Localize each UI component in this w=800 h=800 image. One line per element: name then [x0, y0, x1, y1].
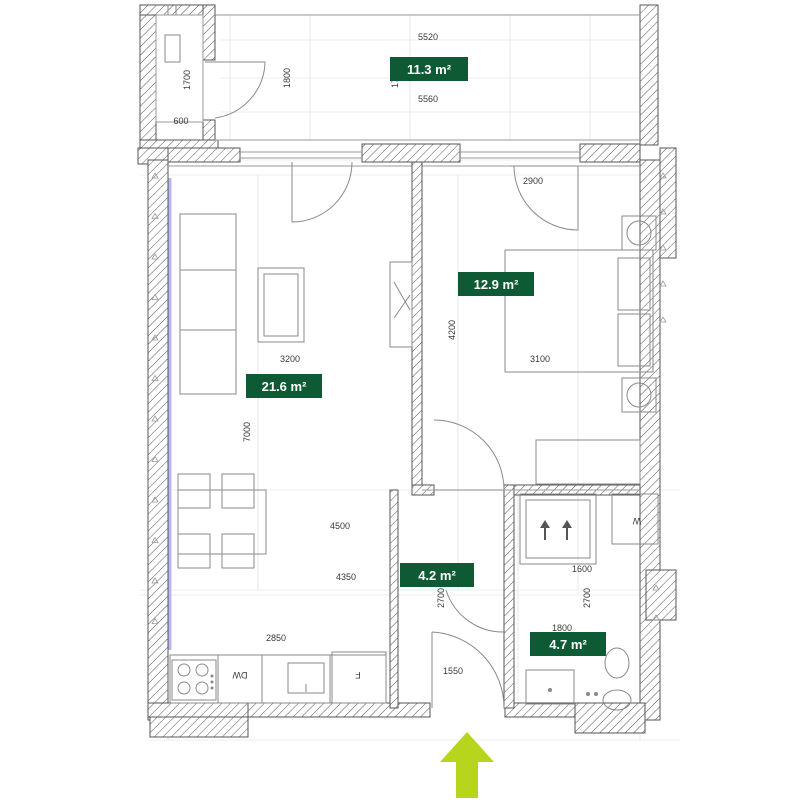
wall-marker — [151, 577, 159, 584]
balcony-area: 11.3 m² — [407, 62, 452, 77]
wall-marker — [151, 617, 159, 624]
toilet-icon — [602, 647, 632, 711]
wall-marker — [151, 374, 159, 381]
bathroom-area: 4.7 m² — [549, 637, 587, 652]
dim-bedroom-width: 3100 — [530, 354, 550, 364]
dim-storage-depth: 1700 — [182, 70, 192, 90]
balcony-label-bg — [390, 57, 468, 81]
appliance-labels: DW F W — [232, 516, 641, 680]
dim-living-depth: 7000 — [242, 422, 252, 442]
dim-storage-width: 600 — [173, 116, 188, 126]
room-labels: 11.3 m² 12.9 m² 21.6 m² 4.2 m² 4.7 m² — [246, 57, 606, 656]
wall-markers — [151, 172, 667, 624]
kitchen — [169, 651, 387, 704]
doors — [291, 161, 579, 709]
top-windows — [240, 151, 580, 159]
hall-label-bg — [400, 563, 474, 587]
wall-marker — [652, 614, 660, 621]
hall-area: 4.2 m² — [418, 568, 456, 583]
wall-marker — [659, 172, 667, 179]
bathroom-fixtures — [519, 493, 659, 711]
wall-marker — [151, 253, 159, 260]
dishwasher-label: DW — [232, 670, 247, 680]
wall-marker — [151, 455, 159, 462]
wall-marker — [151, 415, 159, 422]
entrance-arrow-icon — [440, 732, 494, 798]
dimensions: 5520 5560 1800 1760 1700 600 2900 4200 3… — [173, 32, 592, 676]
dim-bath-depth: 2700 — [582, 588, 592, 608]
balcony — [139, 4, 659, 149]
dim-bath-width: 1600 — [572, 564, 592, 574]
exterior-walls — [137, 143, 677, 738]
wall-marker — [659, 208, 667, 215]
dim-hall-width: 1550 — [443, 666, 463, 676]
living-area: 21.6 m² — [262, 379, 307, 394]
living-furniture — [177, 213, 413, 569]
bedroom-label-bg — [458, 272, 534, 296]
dim-bath-width-low: 1800 — [552, 623, 572, 633]
wall-marker — [659, 316, 667, 323]
dim-balcony-depth-a: 1800 — [282, 68, 292, 88]
tv-icon — [389, 261, 413, 348]
wall-marker — [652, 584, 660, 591]
sink-icon — [287, 662, 325, 694]
wall-marker — [151, 293, 159, 300]
dim-bedroom-depth: 4200 — [447, 320, 457, 340]
wall-marker — [659, 244, 667, 251]
wall-marker — [151, 334, 159, 341]
living-label-bg — [246, 374, 322, 398]
wall-marker — [151, 536, 159, 543]
bedroom-area: 12.9 m² — [474, 277, 519, 292]
wall-marker — [151, 212, 159, 219]
dim-balcony-top: 5520 — [418, 32, 438, 42]
dim-bedroom-window: 2900 — [523, 176, 543, 186]
stove-icon — [171, 659, 217, 701]
bathroom-label-bg — [530, 632, 606, 656]
dim-living-width-low: 4350 — [336, 572, 356, 582]
wall-marker — [151, 496, 159, 503]
interior-walls — [389, 161, 641, 709]
dim-hall-depth: 2700 — [436, 588, 446, 608]
dim-living-width-mid: 4500 — [330, 521, 350, 531]
wall-marker — [151, 172, 159, 179]
dim-living-width: 3200 — [280, 354, 300, 364]
dim-balcony-bottom: 5560 — [418, 94, 438, 104]
dim-kitchen-length: 2850 — [266, 633, 286, 643]
wall-marker — [659, 280, 667, 287]
construction-grid — [140, 15, 680, 741]
fridge-label: F — [355, 670, 361, 680]
washer-label: W — [632, 516, 641, 526]
bedroom-furniture — [504, 215, 657, 485]
